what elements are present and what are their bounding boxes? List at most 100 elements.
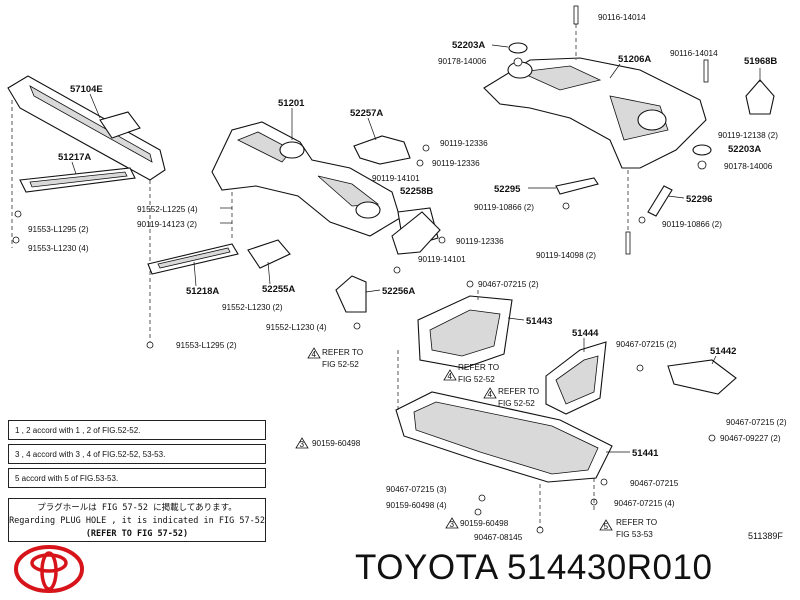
- callout-90159-60498-ref3b: 90159-60498: [460, 519, 509, 528]
- callout-90119-12336-a: 90119-12336: [440, 139, 488, 148]
- under-cover-51444: [545, 341, 607, 415]
- callout-90467-07215-three: 90467-07215 (3): [386, 485, 447, 494]
- bolt-90119-12336-a: [422, 144, 430, 152]
- callout-51217a: 51217A: [58, 152, 91, 163]
- triangle-number-4-c: 4: [488, 390, 493, 399]
- callout-52295: 52295: [494, 184, 521, 195]
- mount-bracket-52256a: [335, 275, 367, 313]
- callout-90467-07215-top: 90467-07215 (2): [478, 280, 539, 289]
- callout-90119-10866-left: 90119-10866 (2): [474, 203, 534, 212]
- bolt-90116-14014-right: [703, 59, 709, 83]
- callout-90119-12336-c: 90119-12336: [456, 237, 504, 246]
- callout-52203a-top: 52203A: [452, 40, 485, 51]
- arm-52296: [647, 185, 673, 217]
- callout-51218a: 51218A: [186, 286, 219, 297]
- bolt-90119-10866-right: [638, 216, 646, 224]
- bracket-52255a: [247, 239, 291, 269]
- refer-label-a: REFER TO: [322, 348, 363, 357]
- callout-51206a: 51206A: [618, 54, 651, 65]
- callout-52257a: 52257A: [350, 108, 383, 119]
- triangle-number-3-b: 3: [450, 520, 455, 529]
- refer-label-5: REFER TO: [616, 518, 657, 527]
- refer-note-3-b: 3 90159-60498: [445, 517, 509, 529]
- legend-row-2: 3 , 4 accord with 3 , 4 of FIG.52-52, 53…: [8, 444, 266, 464]
- callout-91553-l1295-left: 91553-L1295 (2): [28, 225, 89, 234]
- triangle-number-4-a: 4: [312, 350, 317, 359]
- callout-90467-09227: 90467-09227 (2): [720, 434, 781, 443]
- callout-51442: 51442: [710, 346, 736, 357]
- callout-90467-07215-mid: 90467-07215 (2): [616, 340, 677, 349]
- cushion-52203a-right: [692, 144, 712, 156]
- plug-hole-note-en: Regarding PLUG HOLE , it is indicated in…: [9, 516, 265, 526]
- mount-bracket-52258b: [391, 211, 441, 255]
- side-cover-51442: [667, 359, 737, 395]
- triangle-number-5: 5: [604, 522, 609, 531]
- arm-52295: [555, 177, 599, 195]
- callout-91552-l1230-2: 91552-L1230 (2): [222, 303, 283, 312]
- callout-90467-07215-four: 90467-07215 (4): [614, 499, 675, 508]
- callout-90119-14101-a: 90119-14101: [372, 174, 420, 183]
- refer-note-4-b: 4 REFER TO FIG 52-52: [443, 363, 499, 384]
- front-crossmember-57104e: [7, 75, 166, 181]
- callout-91552-l1225: 91552-L1225 (4): [137, 205, 198, 214]
- clip-90467-07215-three: [478, 494, 486, 502]
- refer-fig-b: FIG 52-52: [458, 375, 495, 384]
- callout-90159-60498-ref3a: 90159-60498: [312, 439, 361, 448]
- nut-90178-14006-top: [513, 57, 523, 67]
- callout-90116-14014-right: 90116-14014: [670, 49, 718, 58]
- callout-90467-07215-single: 90467-07215: [630, 479, 679, 488]
- refer-fig-5: FIG 53-53: [616, 530, 653, 539]
- rear-under-cover-51441: [395, 391, 613, 483]
- refer-note-5: 5 REFER TO FIG 53-53: [599, 518, 657, 539]
- clip-90467-07215-single: [600, 478, 608, 486]
- callout-52296: 52296: [686, 194, 712, 205]
- triangle-number-4-b: 4: [448, 372, 453, 381]
- callout-52203a-right: 52203A: [728, 144, 761, 155]
- callout-57104e: 57104E: [70, 84, 103, 95]
- refer-fig-a: FIG 52-52: [322, 360, 359, 369]
- callout-90467-08145: 90467-08145: [474, 533, 523, 542]
- callout-51444: 51444: [572, 328, 599, 339]
- callout-51201: 51201: [278, 98, 305, 109]
- toyota-logo-icon: [14, 545, 84, 593]
- callout-51441: 51441: [632, 448, 659, 459]
- clip-90467-07215-mid: [636, 364, 644, 372]
- clip-90467-07215-top: [466, 280, 474, 288]
- bracket-51218a: [147, 243, 239, 275]
- refer-label-c: REFER TO: [498, 387, 539, 396]
- callout-90178-14006-right: 90178-14006: [724, 162, 773, 171]
- callout-90119-14123: 90119-14123 (2): [137, 220, 197, 229]
- callout-52256a: 52256A: [382, 286, 415, 297]
- bracket-51968b: [745, 79, 775, 115]
- clip-90467-09227: [708, 434, 716, 442]
- refer-note-4-c: 4 REFER TO FIG 52-52: [483, 387, 539, 408]
- callout-90119-12138: 90119-12138 (2): [718, 131, 778, 140]
- bolt-90119-12336-b: [416, 159, 424, 167]
- callout-90119-12336-b: 90119-12336: [432, 159, 480, 168]
- callout-52255a: 52255A: [262, 284, 295, 295]
- triangle-number-3-a: 3: [300, 440, 305, 449]
- refer-note-4-a: 4 REFER TO FIG 52-52: [307, 347, 363, 369]
- callout-90119-10866-right: 90119-10866 (2): [662, 220, 722, 229]
- engine-under-cover-51443: [417, 295, 513, 369]
- refer-fig-c: FIG 52-52: [498, 399, 535, 408]
- nut-90178-14006-right: [697, 160, 707, 170]
- bolt-90119-10866-left: [562, 202, 570, 210]
- callout-90159-60498-four: 90159-60498 (4): [386, 501, 447, 510]
- callout-91553-l1230: 91553-L1230 (4): [28, 244, 89, 253]
- brace-51217a: [19, 167, 136, 193]
- callout-52258b: 52258B: [400, 186, 433, 197]
- illustration-code: 511389F: [748, 531, 783, 541]
- callout-90116-14014-top: 90116-14014: [598, 13, 646, 22]
- mount-bracket-52257a: [353, 135, 411, 165]
- bolt-91553-l1230: [12, 236, 20, 244]
- rear-subframe-51206a: [483, 57, 707, 169]
- bolt-91553-l1295-bottom: [146, 341, 154, 349]
- refer-note-3-a: 3 90159-60498: [295, 437, 361, 449]
- callout-90178-14006-top: 90178-14006: [438, 57, 487, 66]
- callout-51443: 51443: [526, 316, 552, 327]
- callout-90119-14098: 90119-14098 (2): [536, 251, 596, 260]
- bolt-90119-14101: [393, 266, 401, 274]
- part-number-title: TOYOTA 514430R010: [355, 548, 713, 587]
